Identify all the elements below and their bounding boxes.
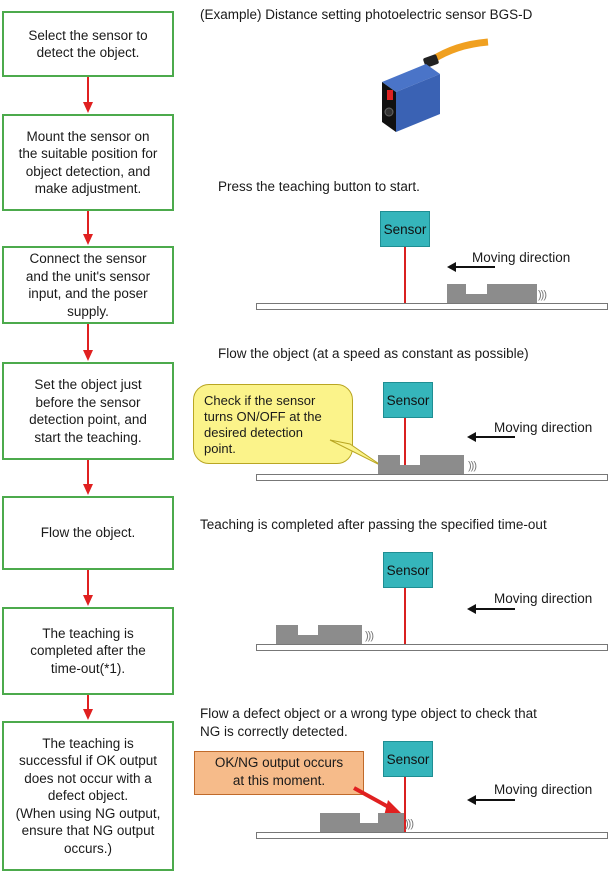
sensor-cable <box>430 38 489 63</box>
direction-label-4: Moving direction <box>494 782 593 797</box>
caption-defect-check: Flow a defect object or a wrong type obj… <box>200 706 537 739</box>
ok-ng-arrow <box>353 786 404 816</box>
sensor-box-2: Sensor <box>383 382 433 418</box>
direction-label-2: Moving direction <box>494 420 593 435</box>
sensor-box-1: Sensor <box>380 211 430 247</box>
flow-arrow-5-head <box>83 595 93 606</box>
sensor-beam-4 <box>404 777 406 832</box>
direction-arrow-2 <box>467 432 515 442</box>
sensor-cable-boot <box>423 54 439 68</box>
object-2 <box>378 455 464 475</box>
step-set-object: Set the object just before the sensor de… <box>2 362 174 460</box>
conveyor-belt-4 <box>256 832 608 839</box>
step-teaching-completed: The teaching is completed after the time… <box>2 607 174 695</box>
sensor-body-side <box>396 74 440 132</box>
step-flow-object: Flow the object. <box>2 496 174 570</box>
sensor-product-image <box>382 38 489 132</box>
conveyor-belt-2 <box>256 474 608 481</box>
check-callout: Check if the sensor turns ON/OFF at the … <box>193 384 353 464</box>
caption-flow-object: Flow the object (at a speed as constant … <box>218 346 529 361</box>
caption-example: (Example) Distance setting photoelectric… <box>200 7 533 22</box>
caption-press-button: Press the teaching button to start. <box>218 179 420 194</box>
flow-arrow-4-head <box>83 484 93 495</box>
sensor-beam-1 <box>404 247 406 303</box>
conveyor-belt-1 <box>256 303 608 310</box>
sensor-beam-3 <box>404 588 406 644</box>
motion-waves-3: ))) <box>365 630 374 642</box>
flow-arrow-1-head <box>83 102 93 113</box>
direction-label-3: Moving direction <box>494 591 593 606</box>
step-select-sensor: Select the sensor to detect the object. <box>2 11 174 77</box>
sensor-body-top <box>382 64 440 92</box>
object-3 <box>276 625 362 645</box>
flow-arrows <box>83 77 93 720</box>
caption-teaching-completed: Teaching is completed after passing the … <box>200 517 547 532</box>
step-teaching-successful: The teaching is successful if OK output … <box>2 721 174 871</box>
sensor-beam-2 <box>404 418 406 474</box>
direction-arrow-1 <box>447 262 495 272</box>
flow-arrow-2-head <box>83 234 93 245</box>
object-4 <box>320 813 404 833</box>
motion-waves-2: ))) <box>468 460 477 472</box>
step-mount-sensor: Mount the sensor on the suitable positio… <box>2 114 174 211</box>
step-connect-sensor: Connect the sensor and the unit's sensor… <box>2 246 174 324</box>
conveyor-belt-3 <box>256 644 608 651</box>
sensor-indicator <box>387 90 393 100</box>
motion-waves-1: ))) <box>538 289 547 301</box>
sensor-lens <box>384 107 394 117</box>
object-1 <box>447 284 537 304</box>
flow-arrow-6-head <box>83 709 93 720</box>
sensor-box-3: Sensor <box>383 552 433 588</box>
flow-arrow-3-head <box>83 350 93 361</box>
direction-label-1: Moving direction <box>472 250 571 265</box>
callout-pointer <box>329 439 383 467</box>
motion-waves-4: ))) <box>405 818 414 830</box>
ok-ng-output-box: OK/NG output occurs at this moment. <box>194 751 364 795</box>
direction-arrow-3 <box>467 604 515 614</box>
direction-arrow-4 <box>467 795 515 805</box>
sensor-box-4: Sensor <box>383 741 433 777</box>
